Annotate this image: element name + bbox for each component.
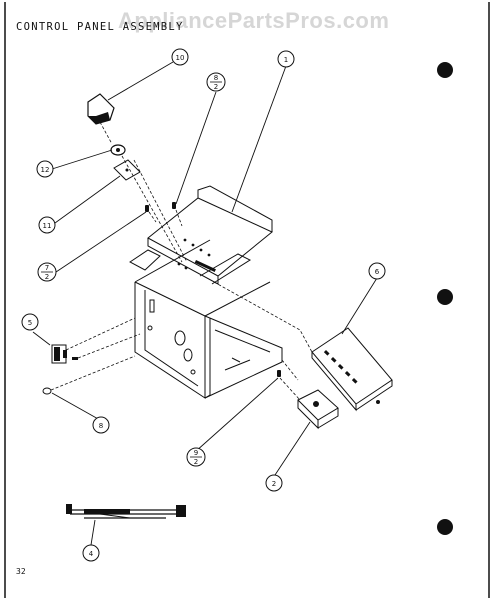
- fraction-9-2-numerator: 9: [194, 449, 198, 457]
- callout-6: 6: [368, 262, 386, 280]
- fraction-callout-7-2: 7 2: [37, 262, 57, 282]
- callout-2: 2: [265, 474, 283, 492]
- bracket-part-11: [113, 159, 141, 181]
- fraction-7-2-denominator: 2: [45, 273, 49, 281]
- screw-7-2: [145, 205, 149, 212]
- callout-4-label: 4: [89, 550, 94, 558]
- callout-10-label: 10: [176, 54, 185, 62]
- control-board: [311, 327, 393, 412]
- callout-6-label: 6: [375, 268, 380, 276]
- callout-4: 4: [82, 544, 100, 562]
- watermark-text: AppliancePartsPros.com: [118, 8, 390, 33]
- page-number: 32: [16, 567, 26, 576]
- tray-holes: [177, 238, 216, 273]
- callout-11-label: 11: [43, 222, 52, 230]
- switch-part-2: [297, 389, 339, 430]
- fraction-callout-8-2: 8 2: [206, 72, 226, 92]
- fraction-8-2-denominator: 2: [214, 83, 218, 91]
- top-tray-lip: [147, 238, 219, 285]
- screws: [72, 202, 281, 377]
- screw-8-2: [172, 202, 176, 209]
- callout-8-label: 8: [99, 422, 103, 430]
- control-board-buttons: [323, 350, 380, 404]
- binder-hole-top: [437, 62, 453, 78]
- leader-lines: [32, 61, 378, 546]
- binder-hole-bottom: [437, 519, 453, 535]
- callout-12-label: 12: [41, 166, 50, 174]
- fraction-9-2-denominator: 2: [194, 458, 198, 466]
- knob-part-10: [87, 93, 115, 125]
- callout-10: 10: [171, 48, 189, 66]
- rocker-switch-part-5: [51, 344, 67, 364]
- callout-5-label: 5: [28, 319, 32, 327]
- callout-12: 12: [36, 160, 54, 178]
- indicator-lamp-part-8: [42, 387, 52, 395]
- callout-8: 8: [92, 416, 110, 434]
- assembly-lines: [50, 121, 313, 401]
- box-bottom-edge: [204, 315, 283, 399]
- top-tray-back: [197, 185, 273, 232]
- washer-hole: [116, 148, 120, 152]
- switch-knob: [313, 401, 319, 407]
- wire-harness-part-4: [66, 504, 186, 519]
- callout-1-label: 1: [284, 56, 288, 64]
- housing-assembly: [129, 185, 283, 399]
- callout-2-label: 2: [272, 480, 276, 488]
- diagram-title: CONTROL PANEL ASSEMBLY: [16, 21, 184, 33]
- fraction-8-2-numerator: 8: [214, 74, 218, 82]
- fraction-7-2-numerator: 7: [45, 264, 49, 272]
- callout-1: 1: [277, 50, 295, 68]
- tray-tab: [129, 249, 161, 271]
- fraction-callout-9-2: 9 2: [186, 447, 206, 467]
- screw-5: [72, 357, 78, 360]
- callout-5: 5: [21, 313, 39, 331]
- binder-hole-middle: [437, 289, 453, 305]
- screw-9-2: [277, 370, 281, 377]
- callout-11: 11: [38, 216, 56, 234]
